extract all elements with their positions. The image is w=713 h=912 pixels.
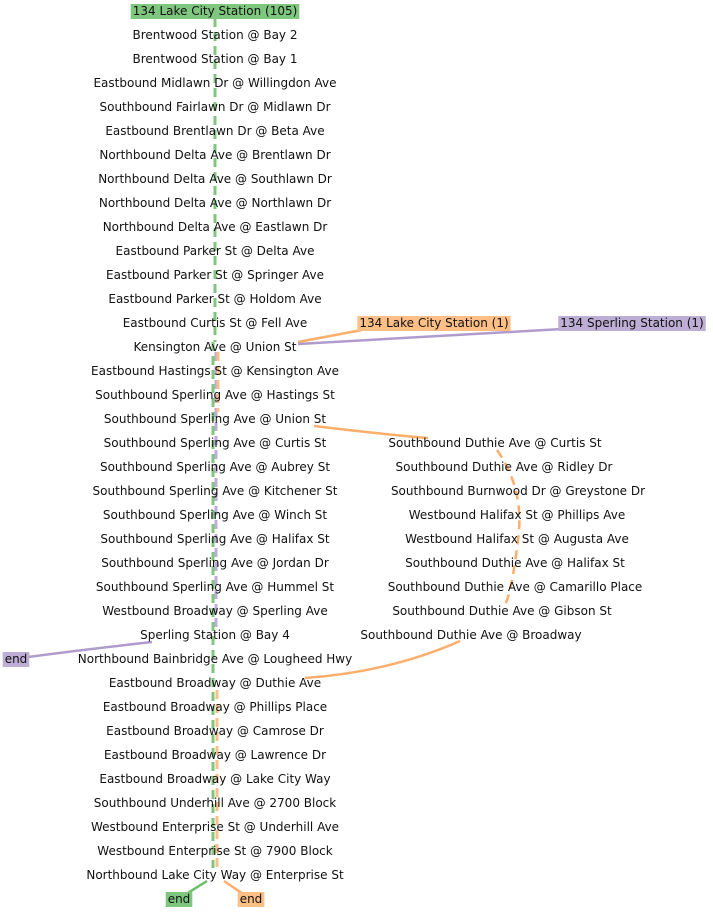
edge-orange-start — [297, 328, 363, 344]
svg-text:134 Lake City Station (105): 134 Lake City Station (105) — [133, 4, 298, 18]
stop-label: Eastbound Hastings St @ Kensington Ave — [91, 364, 339, 378]
edge-orange-branch-in — [304, 639, 461, 680]
route-nodes: 134 Lake City Station (105) 134 Lake Cit… — [2, 4, 706, 907]
stop-label: Southbound Sperling Ave @ Curtis St — [104, 436, 327, 450]
stop-label: Eastbound Broadway @ Duthie Ave — [109, 676, 321, 690]
stop-label: Eastbound Curtis St @ Fell Ave — [123, 316, 308, 330]
stop-label: Southbound Sperling Ave @ Winch St — [103, 508, 328, 522]
stop-label: Eastbound Broadway @ Phillips Place — [103, 700, 327, 714]
stop-label: Southbound Sperling Ave @ Kitchener St — [93, 484, 338, 498]
stop-label: Eastbound Brentlawn Dr @ Beta Ave — [105, 124, 324, 138]
branch-stop-label: Southbound Duthie Ave @ Curtis St — [388, 436, 601, 450]
branch-stop-list: Southbound Duthie Ave @ Curtis St Southbo… — [360, 436, 645, 642]
stop-label: Kensington Ave @ Union St — [134, 340, 297, 354]
stop-label: Northbound Bainbridge Ave @ Lougheed Hwy — [78, 652, 352, 666]
stop-label: Southbound Sperling Ave @ Hummel St — [96, 580, 335, 594]
svg-text:134 Sperling Station (1): 134 Sperling Station (1) — [560, 316, 703, 330]
branch-stop-label: Southbound Burnwood Dr @ Greystone Dr — [391, 484, 645, 498]
stop-label: Brentwood Station @ Bay 1 — [133, 52, 298, 66]
svg-text:end: end — [168, 892, 191, 906]
branch-stop-label: Southbound Duthie Ave @ Gibson St — [392, 604, 612, 618]
stop-label: Northbound Delta Ave @ Brentlawn Dr — [99, 148, 330, 162]
stop-label: Northbound Delta Ave @ Southlawn Dr — [98, 172, 332, 186]
stop-label: Westbound Enterprise St @ 7900 Block — [97, 844, 332, 858]
stop-list: Brentwood Station @ Bay 2 Brentwood Stati… — [78, 28, 352, 882]
edge-purple-end — [27, 640, 153, 659]
branch-stop-label: Westbound Halifax St @ Phillips Ave — [409, 508, 625, 522]
svg-text:134 Lake City Station (1): 134 Lake City Station (1) — [359, 316, 508, 330]
stop-label: Southbound Fairlawn Dr @ Midlawn Dr — [99, 100, 330, 114]
node-end-orange: end — [237, 892, 265, 907]
stop-label: Northbound Delta Ave @ Northlawn Dr — [99, 196, 331, 210]
stop-label: Southbound Sperling Ave @ Halifax St — [100, 532, 330, 546]
stop-label: Southbound Underhill Ave @ 2700 Block — [94, 796, 336, 810]
node-end-purple: end — [2, 652, 30, 667]
stop-label: Eastbound Broadway @ Camrose Dr — [106, 724, 324, 738]
stop-label: Eastbound Broadway @ Lake City Way — [99, 772, 330, 786]
stop-label: Sperling Station @ Bay 4 — [140, 628, 290, 642]
stop-label: Northbound Lake City Way @ Enterprise St — [86, 868, 344, 882]
stop-label: Southbound Sperling Ave @ Hastings St — [95, 388, 335, 402]
node-start-orange: 134 Lake City Station (1) — [357, 316, 511, 331]
branch-stop-label: Southbound Duthie Ave @ Broadway — [360, 628, 581, 642]
stop-label: Eastbound Parker St @ Delta Ave — [116, 244, 315, 258]
edge-orange-branch-out — [313, 424, 429, 440]
stop-label: Eastbound Midlawn Dr @ Willingdon Ave — [93, 76, 336, 90]
node-start-purple: 134 Sperling Station (1) — [558, 316, 706, 331]
svg-text:end: end — [5, 652, 28, 666]
edge-orange-branch — [495, 449, 521, 606]
stop-label: Westbound Broadway @ Sperling Ave — [102, 604, 327, 618]
stop-label: Southbound Sperling Ave @ Union St — [104, 412, 326, 426]
stop-label: Westbound Enterprise St @ Underhill Ave — [91, 820, 339, 834]
stop-label: Southbound Sperling Ave @ Aubrey St — [100, 460, 330, 474]
stop-label: Southbound Sperling Ave @ Jordan Dr — [101, 556, 329, 570]
node-start-green: 134 Lake City Station (105) — [130, 4, 300, 19]
branch-stop-label: Westbound Halifax St @ Augusta Ave — [405, 532, 629, 546]
stop-label: Eastbound Parker St @ Springer Ave — [106, 268, 324, 282]
stop-label: Brentwood Station @ Bay 2 — [133, 28, 298, 42]
edge-purple-start — [297, 327, 563, 346]
svg-text:end: end — [240, 892, 263, 906]
branch-stop-label: Southbound Duthie Ave @ Camarillo Place — [388, 580, 643, 594]
branch-stop-label: Southbound Duthie Ave @ Halifax St — [405, 556, 625, 570]
stop-label: Eastbound Parker St @ Holdom Ave — [108, 292, 321, 306]
route-edges — [27, 18, 563, 898]
branch-stop-label: Southbound Duthie Ave @ Ridley Dr — [396, 460, 613, 474]
stop-label: Eastbound Broadway @ Lawrence Dr — [104, 748, 326, 762]
stop-label: Northbound Delta Ave @ Eastlawn Dr — [103, 220, 328, 234]
node-end-green: end — [165, 892, 193, 907]
